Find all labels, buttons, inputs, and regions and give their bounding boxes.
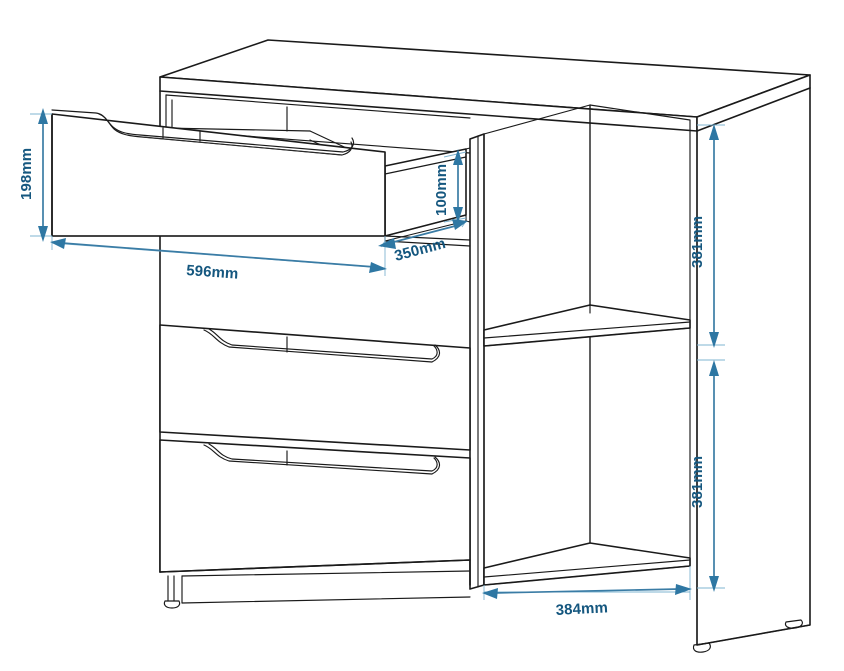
right-base [692, 619, 811, 653]
open-drawer [51, 109, 467, 242]
drawer-handle-groove [51, 109, 355, 156]
dimension-100mm: 100mm [433, 149, 467, 223]
dimension-596mm: 596mm [50, 236, 387, 283]
bottom-shelf [483, 542, 691, 586]
dimension-381mm-lower: 381mm [689, 359, 725, 592]
plinth [159, 559, 471, 609]
middle-shelf [483, 304, 691, 347]
top-panel [159, 39, 811, 132]
dimension-381mm-upper: 381mm [689, 124, 725, 348]
foot-right-back [784, 619, 803, 629]
dimension-384mm: 384mm [482, 566, 692, 619]
dimension-198mm-label: 198mm [18, 148, 35, 200]
center-divider [469, 133, 485, 590]
dimension-381mm-upper-label: 381mm [689, 216, 706, 268]
dimension-381mm-lower-label: 381mm [689, 456, 706, 508]
dimension-100mm-label: 100mm [433, 164, 450, 216]
dimension-384mm-label: 384mm [555, 599, 608, 619]
foot-right [692, 642, 711, 653]
dimension-596mm-label: 596mm [186, 262, 239, 283]
drawer-3 [159, 439, 471, 573]
drawer-2 [159, 324, 471, 451]
foot-left [163, 600, 181, 609]
open-shelf-unit [483, 104, 691, 586]
dimension-198mm: 198mm [18, 108, 52, 242]
